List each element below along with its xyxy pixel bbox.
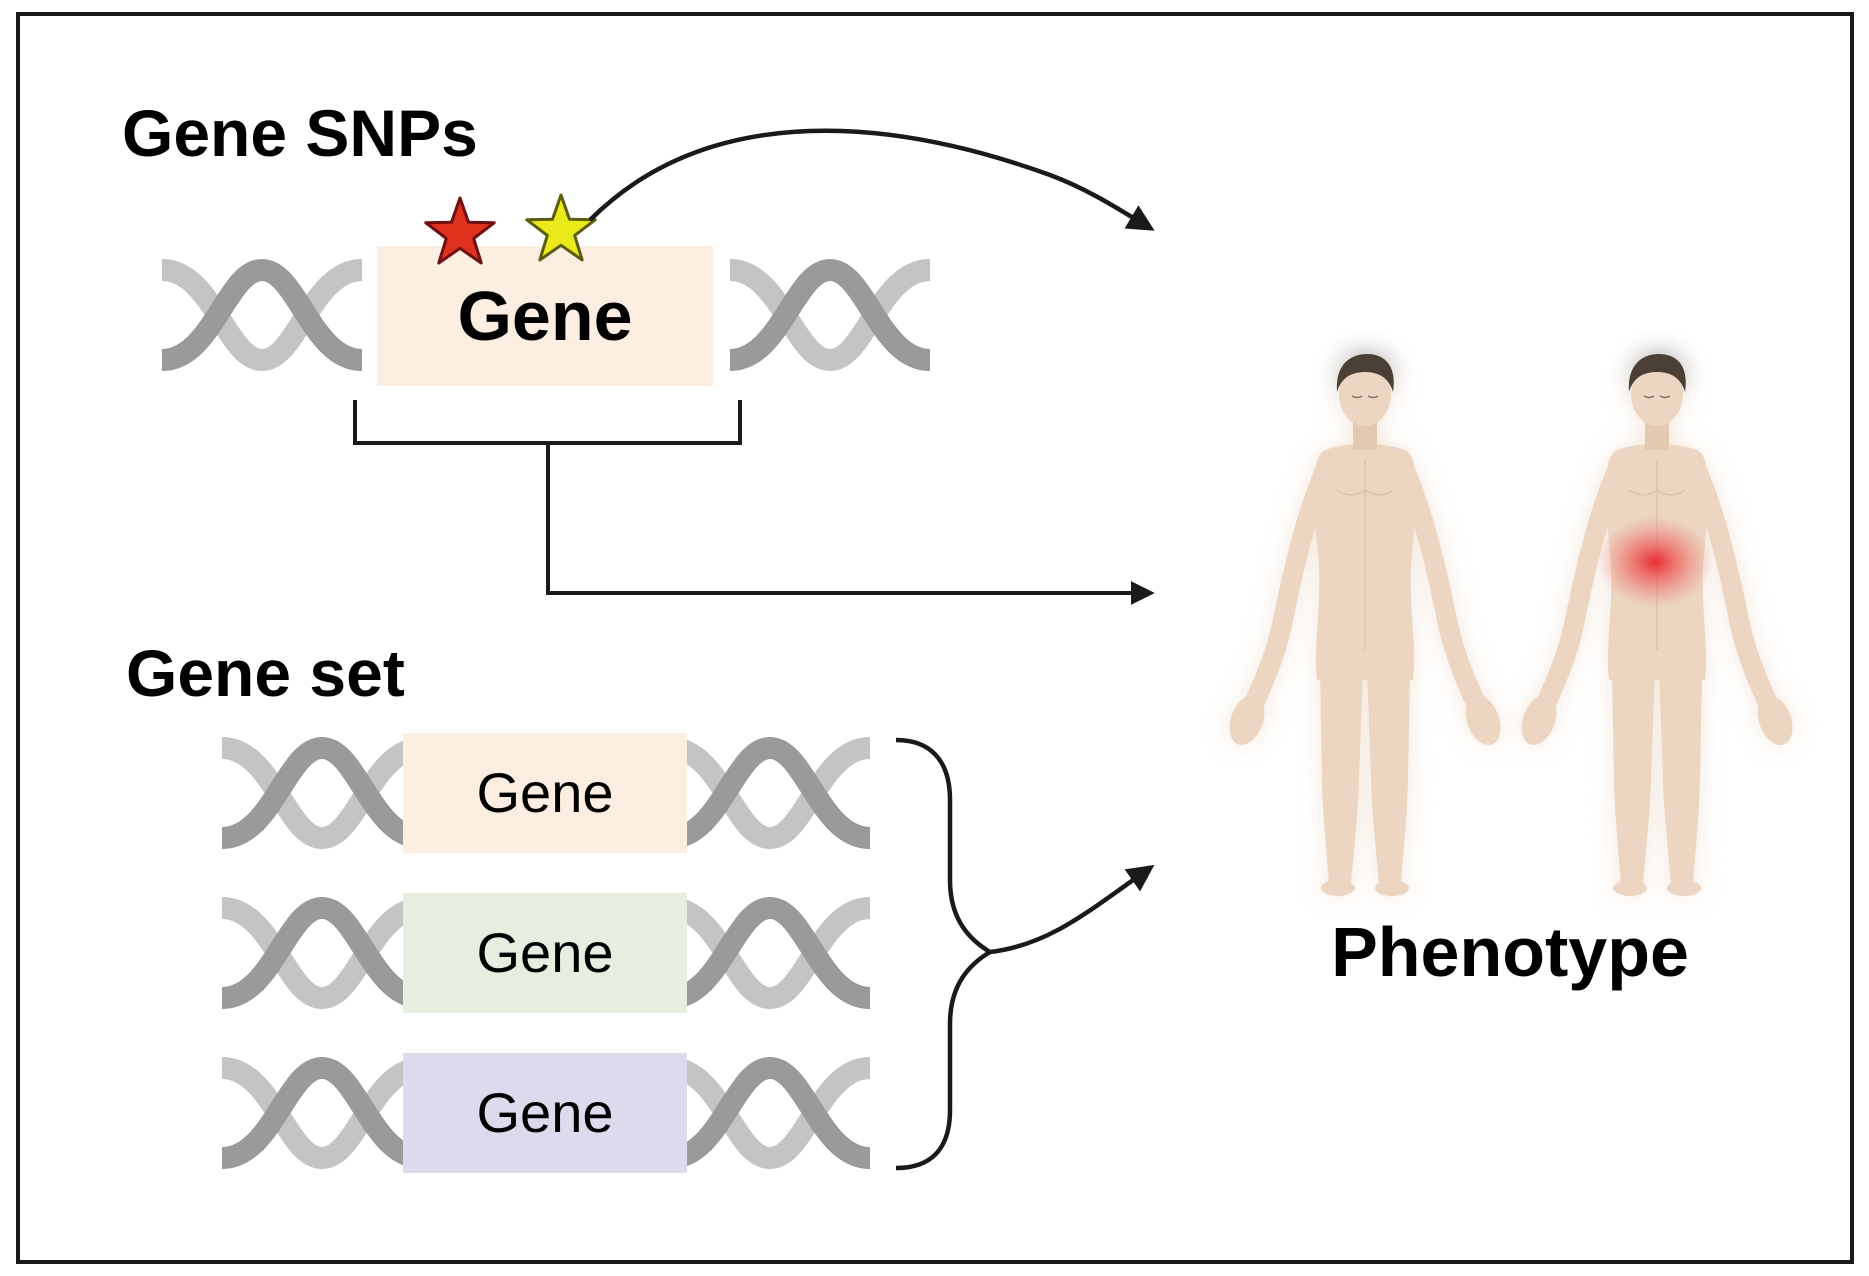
gene-to-phenotype-arrow: [546, 443, 1155, 605]
gene-set-row-3: Gene: [222, 1053, 870, 1173]
gene-set-box-1: [403, 733, 687, 853]
pain-spot: [1597, 516, 1713, 608]
snp-gene-label: Gene: [457, 277, 632, 355]
yellow-star-icon: [525, 193, 597, 262]
gene-set-label-2: Gene: [477, 921, 614, 984]
gene-set-row-1: Gene: [222, 733, 870, 853]
gene-set-box-2: [403, 893, 687, 1013]
snp-gene-box: [377, 246, 713, 386]
gene-set-label-3: Gene: [477, 1081, 614, 1144]
gene-set-box-3: [403, 1053, 687, 1173]
snp-to-phenotype-arrow: [588, 128, 1155, 231]
gene-set-label-1: Gene: [477, 761, 614, 824]
gene-set-to-phenotype-arrow: [989, 864, 1155, 955]
red-star-icon: [424, 196, 496, 265]
gene-set-title: Gene set: [126, 636, 405, 710]
phenotype-label: Phenotype: [1331, 913, 1689, 991]
human-figure-pain-icon: [1515, 354, 1799, 896]
gene-set-row-2: Gene: [222, 893, 870, 1013]
outer-border: [16, 12, 1854, 1264]
gene-snps-title: Gene SNPs: [122, 96, 478, 170]
